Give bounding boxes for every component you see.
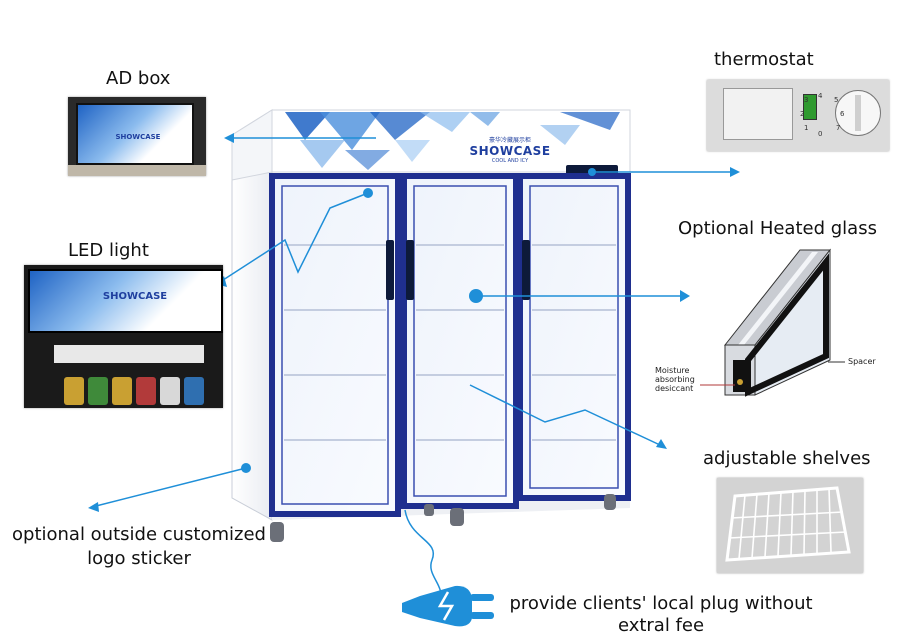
dial-number-1: 1 [804, 124, 809, 132]
led-brand: SHOWCASE [102, 291, 168, 302]
dial-number-2: 2 [800, 110, 805, 118]
plug-icon [402, 585, 494, 627]
callout-arrows [95, 137, 732, 507]
brand-chinese: 豪华冷藏展示柜 [488, 137, 531, 144]
refrigerator-cabinet [231, 109, 631, 601]
power-cord [404, 509, 442, 601]
label-adjustable-shelves: adjustable shelves [703, 448, 871, 469]
thermostat-dial [835, 90, 881, 136]
ad-box-photo: SHOWCASE [68, 97, 206, 176]
power-switch-icon [803, 94, 817, 120]
led-light-photo: SHOWCASE [24, 265, 223, 408]
thermostat-photo [707, 80, 889, 151]
caster-wheels [270, 494, 616, 542]
brand-name: SHOWCASE [469, 144, 551, 158]
label-logo-sticker: optional outside customized logo sticker [12, 524, 266, 569]
callout-dots [241, 168, 596, 473]
glass-moisture-label: Moisture absorbing desiccant [655, 366, 695, 393]
shelves-photo [717, 478, 863, 573]
label-led-light: LED light [68, 240, 149, 261]
label-heated-glass: Optional Heated glass [678, 218, 877, 239]
glass-spacer-label: Spacer [848, 357, 876, 366]
label-thermostat: thermostat [714, 49, 814, 70]
dial-number-4: 4 [818, 92, 823, 100]
ad-box-brand: SHOWCASE [115, 133, 161, 141]
cabinet-branding: 豪华冷藏展示柜 SHOWCASE COOL AND ICY [455, 137, 565, 164]
label-ad-box: AD box [106, 68, 171, 89]
dial-number-3: 3 [804, 96, 809, 104]
label-local-plug: provide clients' local plug without extr… [509, 593, 813, 636]
header-pattern [285, 112, 620, 170]
glass-doors [269, 173, 631, 517]
brand-tagline: COOL AND ICY [491, 158, 529, 164]
dial-number-7: 7 [836, 124, 841, 132]
dial-number-0: 0 [818, 130, 823, 138]
dial-number-5: 5 [834, 96, 839, 104]
dial-number-6: 6 [840, 110, 845, 118]
